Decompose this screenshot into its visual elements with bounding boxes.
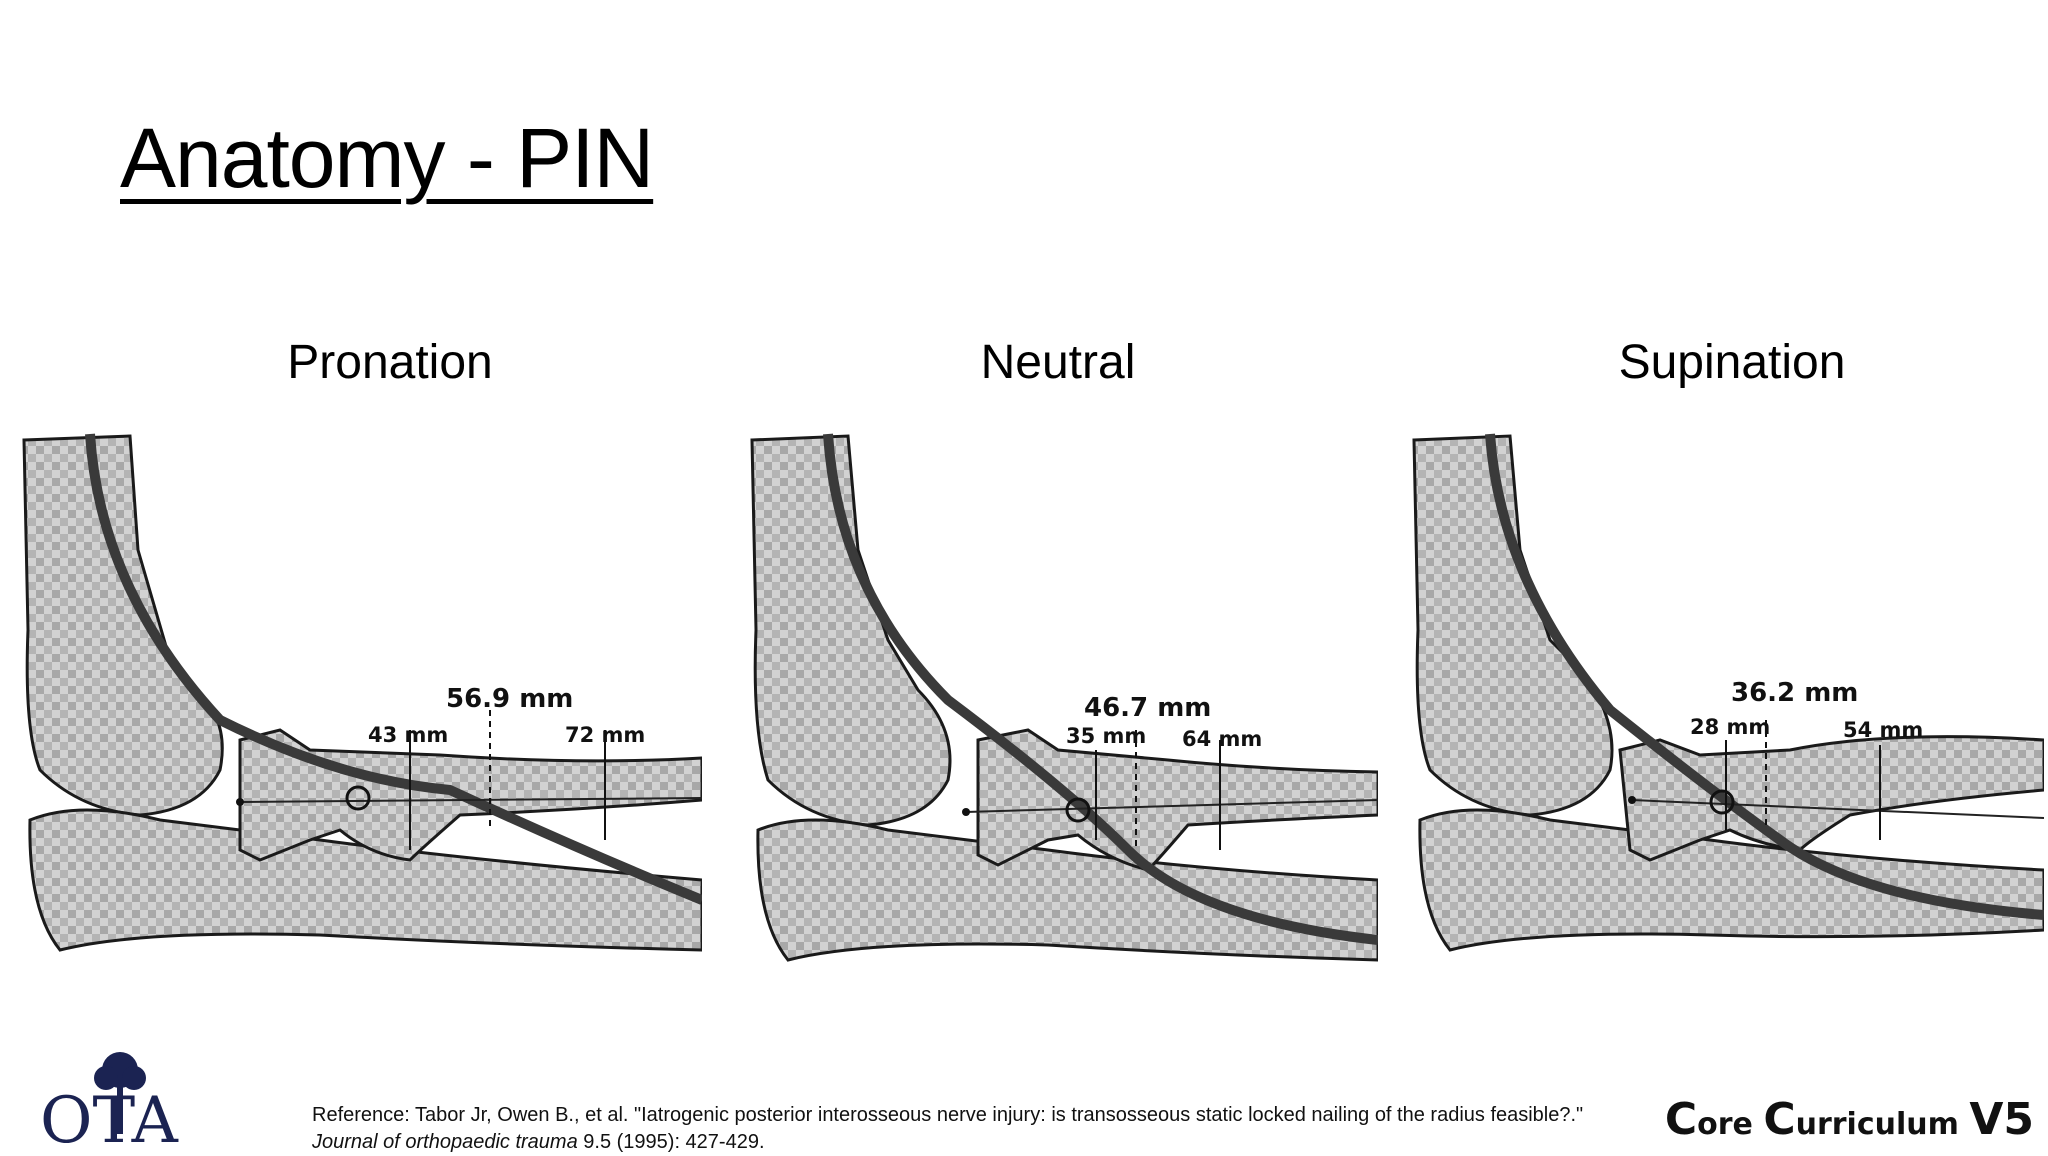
tree-icon bbox=[94, 1052, 146, 1134]
supination-distal-label: 54 mm bbox=[1843, 718, 1923, 742]
reference-citation: Reference: Tabor Jr, Owen B., et al. "Ia… bbox=[312, 1102, 1612, 1156]
supination-total-label: 36.2 mm bbox=[1731, 678, 1858, 708]
brand-version: V5 bbox=[1969, 1094, 2034, 1145]
reference-prefix: Reference: Tabor Jr, Owen B., et al. "Ia… bbox=[312, 1104, 1584, 1126]
pin-nerve bbox=[823, 433, 1378, 945]
radius-bone bbox=[976, 728, 1378, 872]
ulna-bone bbox=[1418, 808, 2044, 952]
neutral-diagram: 46.7 mm 35 mm 64 mm bbox=[748, 430, 1378, 970]
radius-bone bbox=[1618, 735, 2044, 862]
panel-label-supination: Supination bbox=[1618, 336, 1846, 389]
core-curriculum-brand: Core Curriculum V5 bbox=[1665, 1098, 2034, 1142]
reference-suffix: 9.5 (1995): 427-429. bbox=[577, 1131, 765, 1153]
ulna-bone bbox=[756, 818, 1378, 962]
ota-logo: OTA bbox=[40, 1052, 179, 1148]
humerus-bone bbox=[1412, 434, 1614, 817]
reference-journal: Journal of orthopaedic trauma bbox=[312, 1131, 578, 1153]
pronation-total-label: 56.9 mm bbox=[446, 684, 573, 714]
neutral-distal-label: 64 mm bbox=[1182, 727, 1262, 751]
supination-diagram: 36.2 mm 28 mm 54 mm bbox=[1410, 430, 2044, 970]
pin-nerve bbox=[85, 433, 702, 905]
humerus-bone bbox=[22, 434, 224, 817]
brand-ore: ore bbox=[1697, 1107, 1764, 1142]
pronation-diagram: 56.9 mm 43 mm 72 mm bbox=[20, 430, 702, 970]
neutral-proximal-label: 35 mm bbox=[1066, 724, 1146, 748]
brand-c2: C bbox=[1763, 1094, 1796, 1145]
slide-title: Anatomy - PIN bbox=[120, 111, 654, 205]
panel-label-neutral: Neutral bbox=[980, 336, 1136, 389]
pin-nerve bbox=[1485, 433, 2044, 920]
panel-label-pronation: Pronation bbox=[287, 336, 493, 389]
ulna-bone bbox=[28, 808, 702, 952]
supination-proximal-label: 28 mm bbox=[1690, 715, 1770, 739]
humerus-bone bbox=[750, 434, 952, 827]
logo-text: OTA bbox=[40, 1084, 179, 1148]
neutral-total-label: 46.7 mm bbox=[1084, 693, 1211, 723]
brand-c1: C bbox=[1664, 1094, 1698, 1145]
pronation-proximal-label: 43 mm bbox=[368, 723, 448, 747]
pronation-distal-label: 72 mm bbox=[565, 723, 645, 747]
brand-urriculum: urriculum bbox=[1795, 1107, 1970, 1142]
